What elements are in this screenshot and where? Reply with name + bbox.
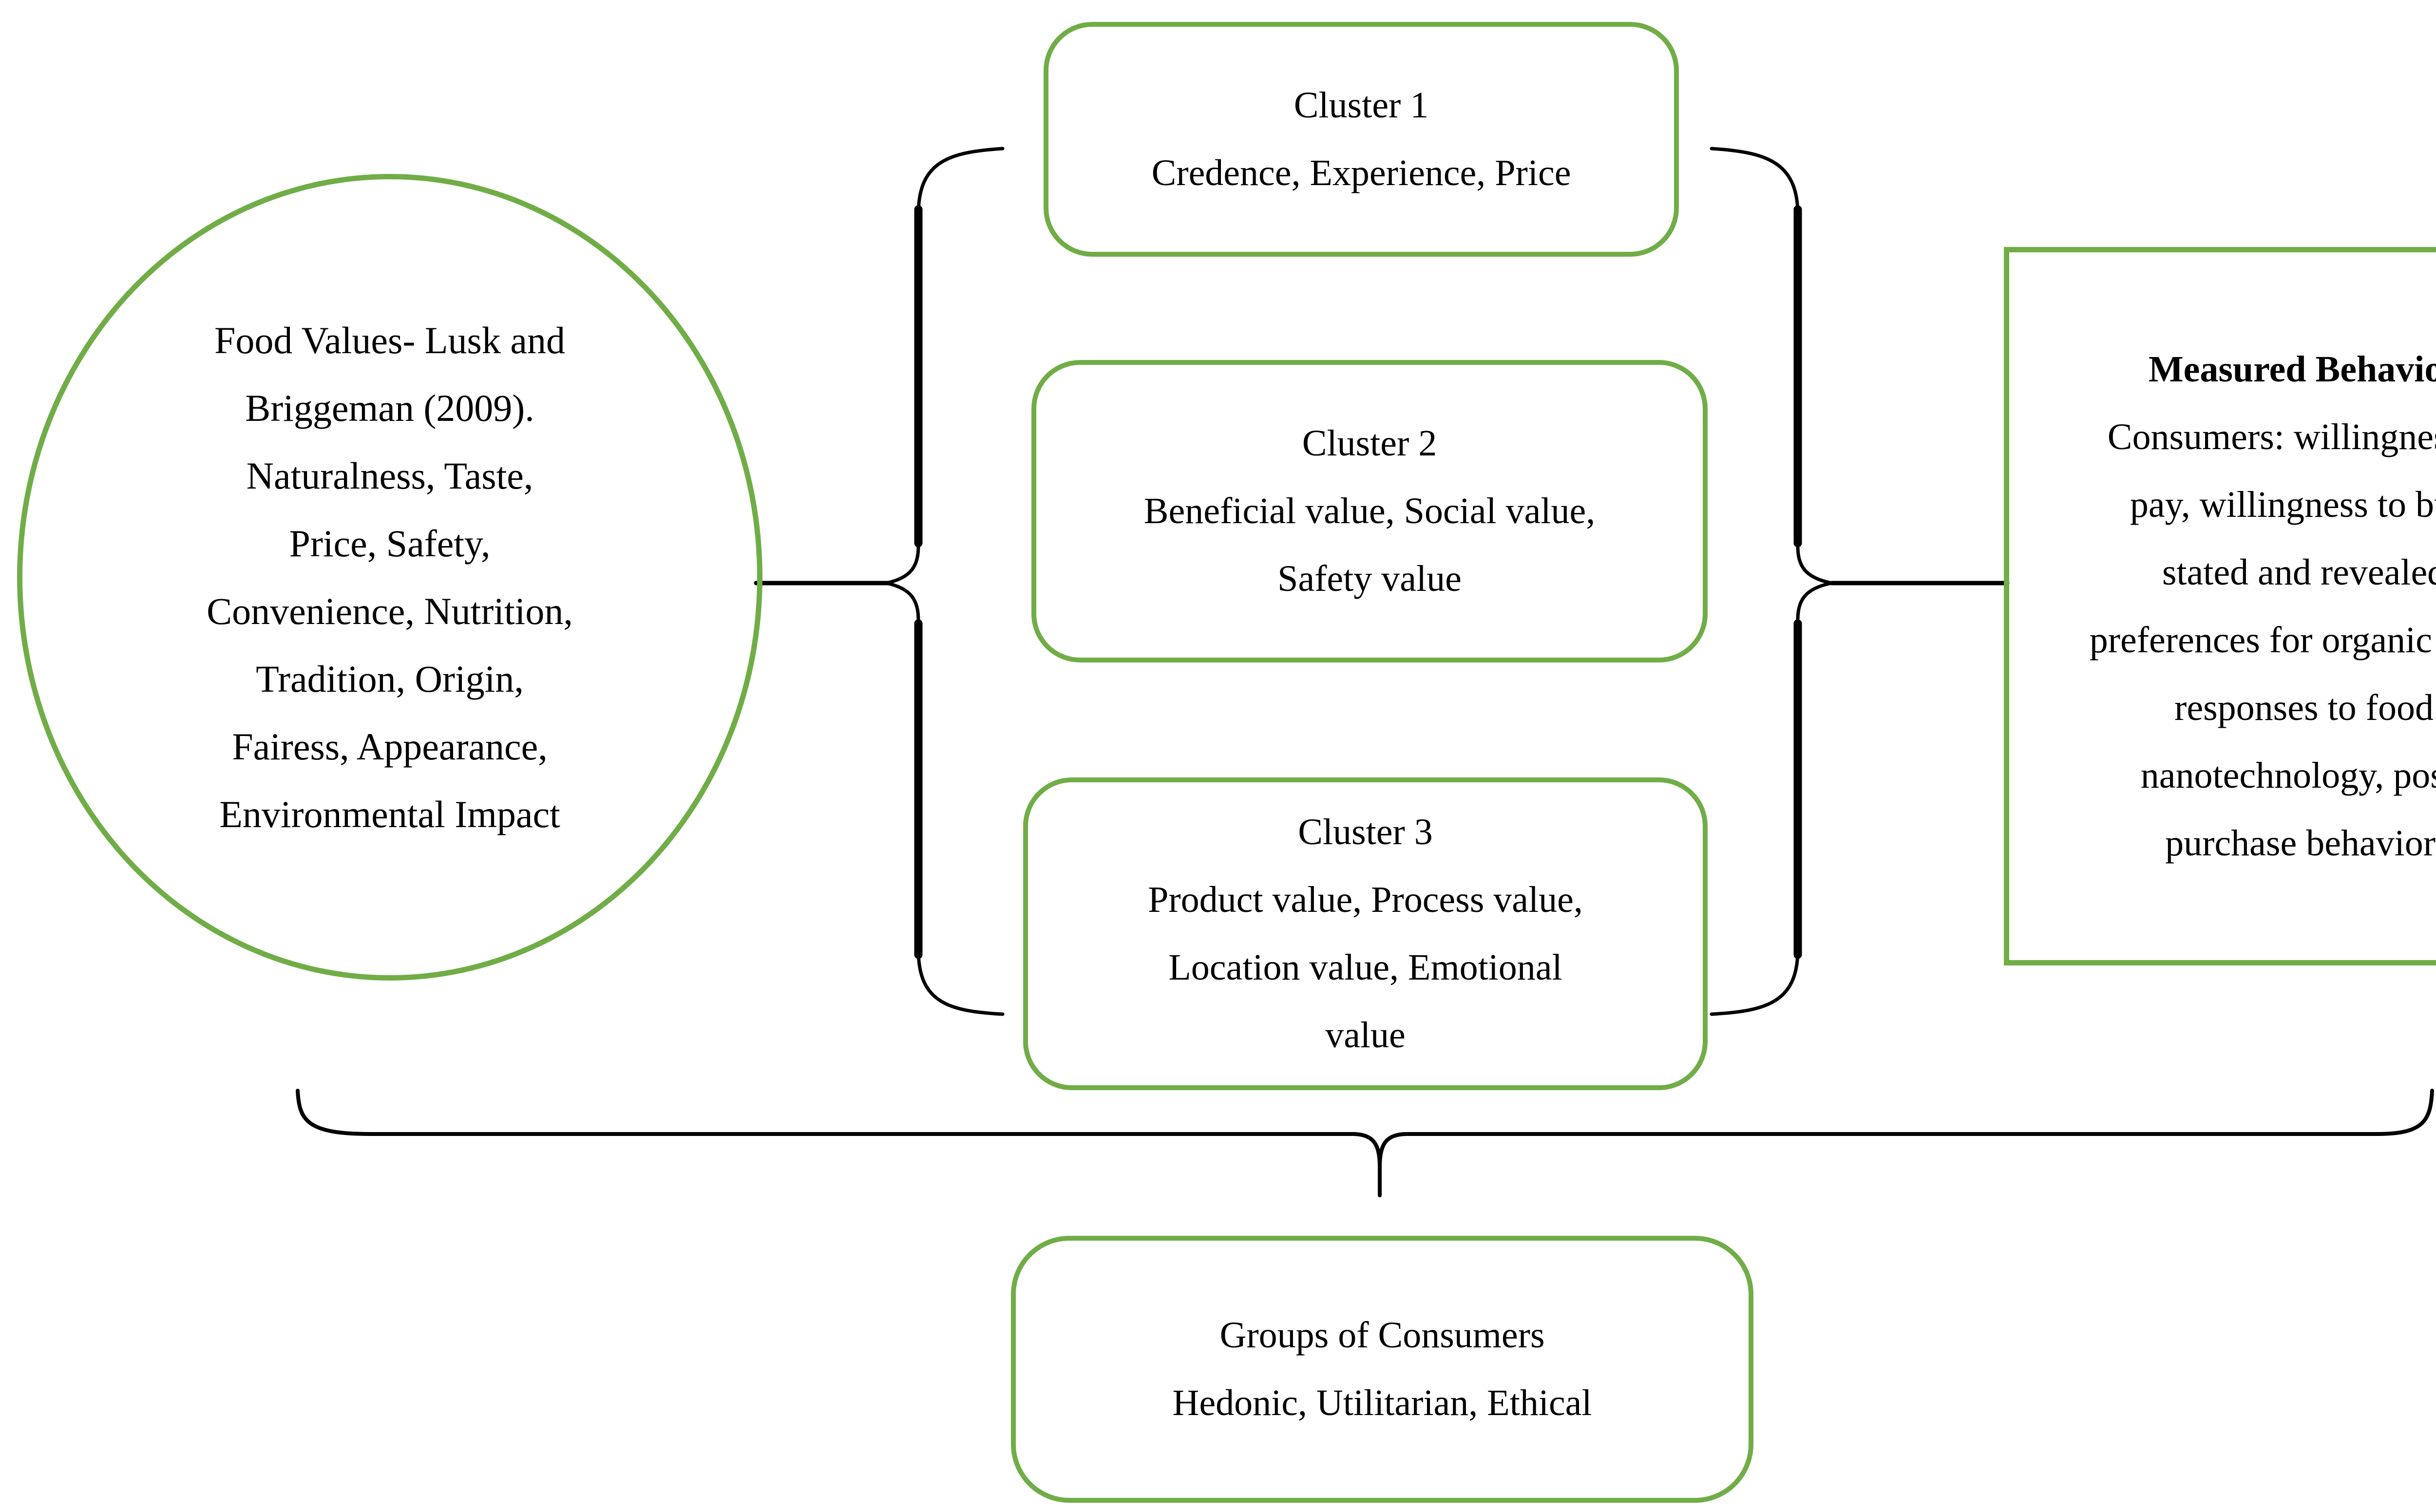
cluster-3-title: Cluster 3: [1298, 812, 1433, 852]
ellipse-text-line: Tradition, Origin,: [256, 658, 524, 700]
groups-of-consumers-box: Groups of Consumers Hedonic, Utilitarian…: [1011, 1236, 1753, 1503]
cluster-3-line: Location value, Emotional: [1168, 947, 1562, 988]
cluster-1-box: Cluster 1 Credence, Experience, Price: [1044, 22, 1679, 257]
cluster-2-line: Beneficial value, Social value,: [1143, 491, 1596, 531]
cluster-3-line: Product value, Process value,: [1148, 879, 1583, 920]
cluster-1-title: Cluster 1: [1294, 85, 1429, 126]
ellipse-text-line: Environmental Impact: [219, 793, 560, 835]
ellipse-text-line: Price, Safety,: [289, 522, 491, 565]
ellipse-text-line: Naturalness, Taste,: [246, 454, 533, 497]
cluster-2-title: Cluster 2: [1302, 423, 1437, 464]
measured-behavior-line: preferences for organic food,: [2089, 619, 2436, 661]
cluster-2-line: Safety value: [1277, 558, 1462, 599]
cluster-1-line: Credence, Experience, Price: [1151, 152, 1571, 193]
measured-behavior-line: pay, willingness to buy,: [2130, 484, 2436, 525]
cluster-3-line: value: [1325, 1015, 1406, 1056]
groups-line: Hedonic, Utilitarian, Ethical: [1172, 1382, 1592, 1423]
bottom-brace: [296, 1089, 2434, 1197]
measured-behavior-line: stated and revealed: [2162, 551, 2436, 593]
measured-behavior-line: Consumers: willingness to: [2107, 416, 2436, 457]
measured-behavior-line: purchase behavior.: [2165, 822, 2436, 864]
right-brace: [1710, 147, 1834, 1016]
cluster-2-box: Cluster 2 Beneficial value, Social value…: [1031, 360, 1708, 662]
measured-behavior-line: responses to food: [2174, 687, 2434, 728]
groups-line: Groups of Consumers: [1219, 1315, 1545, 1356]
measured-behavior-title: Measured Behavior: [2148, 348, 2436, 390]
cluster-3-box: Cluster 3 Product value, Process value, …: [1023, 777, 1708, 1090]
ellipse-text-line: Convenience, Nutrition,: [207, 590, 573, 632]
ellipse-text-line: Food Values- Lusk and: [214, 319, 565, 361]
measured-behavior-box: Measured Behavior Consumers: willingness…: [2004, 247, 2436, 965]
left-brace: [884, 147, 1005, 1016]
food-values-ellipse: Food Values- Lusk and Briggeman (2009). …: [17, 174, 762, 981]
ellipse-text-line: Briggeman (2009).: [245, 387, 534, 429]
measured-behavior-line: nanotechnology, post-: [2140, 755, 2436, 796]
ellipse-text-line: Fairess, Appearance,: [232, 725, 548, 768]
